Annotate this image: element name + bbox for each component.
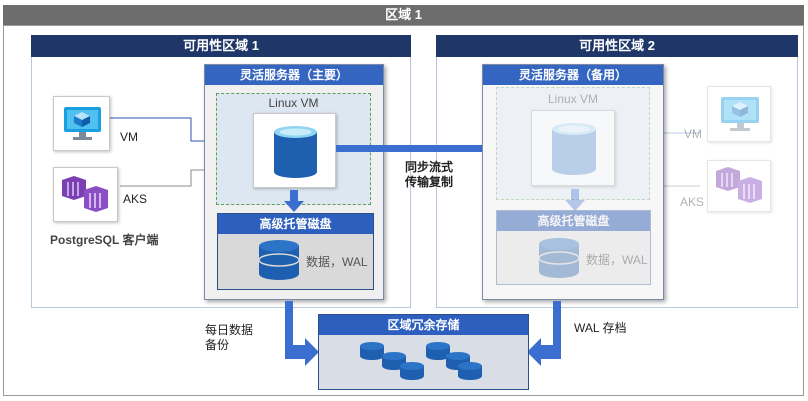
- client-aks-label: AKS: [123, 192, 148, 206]
- standby-db-tile[interactable]: [531, 110, 615, 186]
- standby-client-aks-tile[interactable]: [707, 160, 771, 212]
- vm-monitor-icon: [64, 107, 101, 140]
- standby-database-icon: [552, 123, 596, 175]
- standby-disk-box: [496, 210, 651, 285]
- replication-line-2: 传输复制: [405, 175, 454, 189]
- primary-server-title: 灵活服务器（主要）: [205, 65, 383, 85]
- standby-client-aks-label: AKS: [680, 195, 705, 209]
- storage-title: 区域冗余存储: [319, 315, 528, 335]
- database-icon: [274, 126, 317, 178]
- primary-db-tile[interactable]: [253, 113, 336, 188]
- client-vm-label: VM: [120, 130, 138, 144]
- primary-disk-text: 数据，WAL: [306, 255, 368, 269]
- region-header: 区域 1: [3, 5, 804, 25]
- standby-vm-label: Linux VM: [547, 92, 599, 106]
- primary-disk-title: 高级托管磁盘: [218, 214, 373, 234]
- backup-line-1: 每日数据: [205, 323, 254, 337]
- clients-caption: PostgreSQL 客户端: [50, 233, 159, 247]
- backup-line-2: 备份: [205, 338, 230, 352]
- primary-vm-label: Linux VM: [268, 96, 319, 110]
- disk-icon: [258, 240, 300, 280]
- storage-icon: [360, 342, 482, 380]
- standby-disk-icon: [538, 238, 580, 278]
- region-frame: [3, 25, 804, 396]
- primary-down-arrow-icon: [284, 190, 304, 212]
- standby-client-vm-tile[interactable]: [707, 86, 771, 142]
- client-vm-tile[interactable]: [53, 96, 110, 151]
- standby-disk-text: 数据，WAL: [586, 253, 648, 267]
- aks-icon: [62, 176, 108, 212]
- standby-down-arrow-icon: [565, 189, 585, 211]
- replication-line-1: 同步流式: [405, 160, 454, 174]
- zone-1-header: 可用性区域 1: [31, 35, 411, 57]
- standby-client-vm-label: VM: [684, 127, 702, 141]
- standby-disk-title: 高级托管磁盘: [497, 211, 650, 231]
- standby-server-title: 灵活服务器（备用）: [483, 65, 663, 85]
- client-aks-tile[interactable]: [53, 167, 118, 222]
- zone-2-header: 可用性区域 2: [436, 35, 798, 57]
- standby-vm-monitor-icon: [721, 97, 759, 131]
- wal-archive-label: WAL 存档: [574, 321, 627, 335]
- standby-aks-icon: [716, 167, 762, 203]
